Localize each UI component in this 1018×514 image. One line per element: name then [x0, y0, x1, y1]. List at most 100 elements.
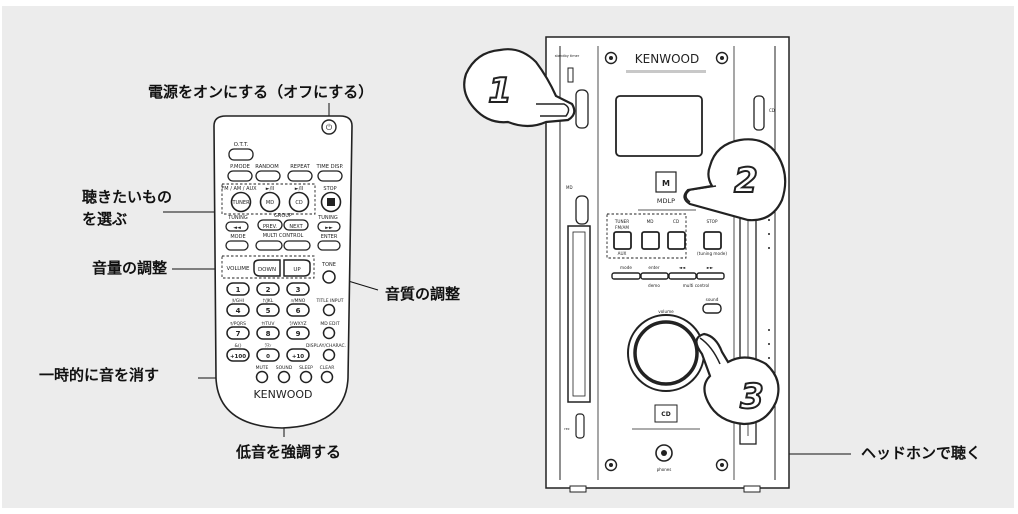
clear-label: CLEAR — [320, 365, 335, 371]
tuner-text: TUNER — [231, 200, 250, 206]
multi-prev-button — [255, 240, 283, 251]
next-button — [283, 219, 309, 231]
unit-enter-button — [640, 272, 669, 280]
unit-tuning-mode-label: (tuning mode) — [697, 251, 727, 256]
multi-next-button — [283, 240, 311, 251]
sound-button — [277, 370, 291, 384]
stop-label: STOP — [323, 186, 336, 192]
num1-text: 1 — [236, 286, 241, 294]
md-button — [259, 191, 281, 213]
step-3-number: 3 — [740, 377, 764, 417]
md-edit-label: MD EDIT — [320, 321, 339, 327]
num1-button — [226, 282, 250, 296]
unit-enter-label: enter — [648, 265, 659, 270]
cd-eject-button — [753, 95, 765, 131]
label-volume: 音量の調整 — [92, 259, 168, 277]
clear-button — [320, 370, 334, 384]
num9-text: 9 — [296, 330, 301, 338]
random-label: RANDOM — [255, 164, 278, 170]
num4-button — [226, 303, 250, 317]
md-eject-label: MD — [566, 185, 573, 190]
sound-label: SOUND — [276, 365, 293, 371]
num6-button — [286, 303, 310, 317]
symbols-label: &() — [234, 343, 241, 349]
prev-button — [257, 219, 283, 231]
tuner-button — [230, 191, 252, 213]
num5-button — [256, 303, 280, 317]
tuning-left-label: TUNING — [227, 215, 248, 221]
unit-md-button — [641, 231, 660, 250]
hand-1 — [463, 48, 576, 128]
num3-text: 3 — [296, 286, 301, 294]
num6-text: 6 — [296, 307, 301, 315]
source-group-box — [221, 183, 316, 215]
num8-text: 8 — [266, 330, 271, 338]
multi-control-label: MULTI CONTROL — [263, 233, 304, 239]
mode-label: MODE — [230, 234, 245, 240]
remote-brand: KENWOOD — [253, 388, 312, 401]
rec-label: rec — [564, 427, 570, 431]
num2-text: 2 — [266, 286, 271, 294]
ghi-label: ﾀ/GHI — [232, 298, 244, 304]
num100-text: +100 — [230, 354, 246, 360]
volume-up-button — [283, 259, 311, 277]
remote-control: O.T.T. ⏻ P.MODE RANDOM REPEAT TIME DISP.… — [213, 115, 353, 429]
next-text: NEXT — [289, 224, 303, 230]
num10-text: +10 — [292, 354, 304, 360]
prev-text: PREV. — [263, 224, 277, 230]
wawon-label: ﾜｦﾝ — [265, 343, 272, 349]
cd-eject-label: CD — [769, 108, 775, 113]
unit-display — [615, 95, 703, 157]
unit-next-icon: ►► — [707, 265, 714, 270]
cd-mark: ►/II — [295, 186, 303, 192]
mdlp-logo-text: MDLP — [657, 197, 675, 205]
label-select-line2: を選ぶ — [82, 210, 128, 228]
tuv-label: ﾔ/TUV — [262, 321, 276, 327]
standby-indicator — [567, 67, 574, 83]
enter-label: ENTER — [321, 234, 338, 240]
svg-text:CD: CD — [661, 411, 670, 418]
group-label: GROUP — [274, 213, 292, 219]
down-text: DOWN — [258, 267, 276, 273]
unit-sound-label: sound — [706, 297, 719, 302]
rec-button — [575, 413, 585, 439]
timedisp-label: TIME DISP. — [316, 164, 344, 170]
num3-button — [286, 282, 310, 296]
pmode-button — [227, 170, 253, 182]
unit-tuner-button — [613, 231, 632, 250]
ffwd-icon: ►► — [325, 225, 333, 231]
num100-button — [226, 348, 250, 362]
unit-multi-control-label: multi control — [683, 283, 710, 288]
num7-button — [226, 326, 250, 340]
random-button — [255, 170, 281, 182]
label-select-line1: 聴きたいもの — [82, 188, 173, 206]
mno-label: ﾊ/MNO — [291, 298, 306, 304]
display-button — [322, 348, 336, 362]
sleep-button — [299, 370, 313, 384]
unit-stop-button — [703, 231, 722, 250]
timedisp-button — [317, 170, 343, 182]
pmode-label: P.MODE — [230, 164, 250, 170]
repeat-button — [287, 170, 313, 182]
pqrs-label: ﾏ/PQRS — [230, 321, 246, 327]
unit-mode-button — [611, 272, 641, 280]
mute-button — [255, 370, 269, 384]
wxyz-label: ﾗ/WXYZ — [289, 321, 306, 327]
num0-button — [256, 348, 280, 362]
ott-label: O.T.T. — [234, 142, 249, 148]
unit-brand: KENWOOD — [635, 52, 699, 66]
label-mute: 一時的に音を消す — [39, 366, 160, 384]
num5-text: 5 — [266, 307, 271, 315]
md-mark: ►/II — [266, 186, 274, 192]
unit-sound-button — [702, 303, 722, 314]
num9-button — [286, 326, 310, 340]
unit-next-button — [696, 272, 725, 280]
md-eject-button — [575, 195, 589, 225]
source-group-label: FM / AM / AUX — [221, 186, 257, 192]
cd-logo-icon — [654, 404, 678, 423]
cd-button — [288, 191, 310, 213]
remote-power-button — [321, 119, 337, 135]
num4-text: 4 — [236, 307, 241, 315]
